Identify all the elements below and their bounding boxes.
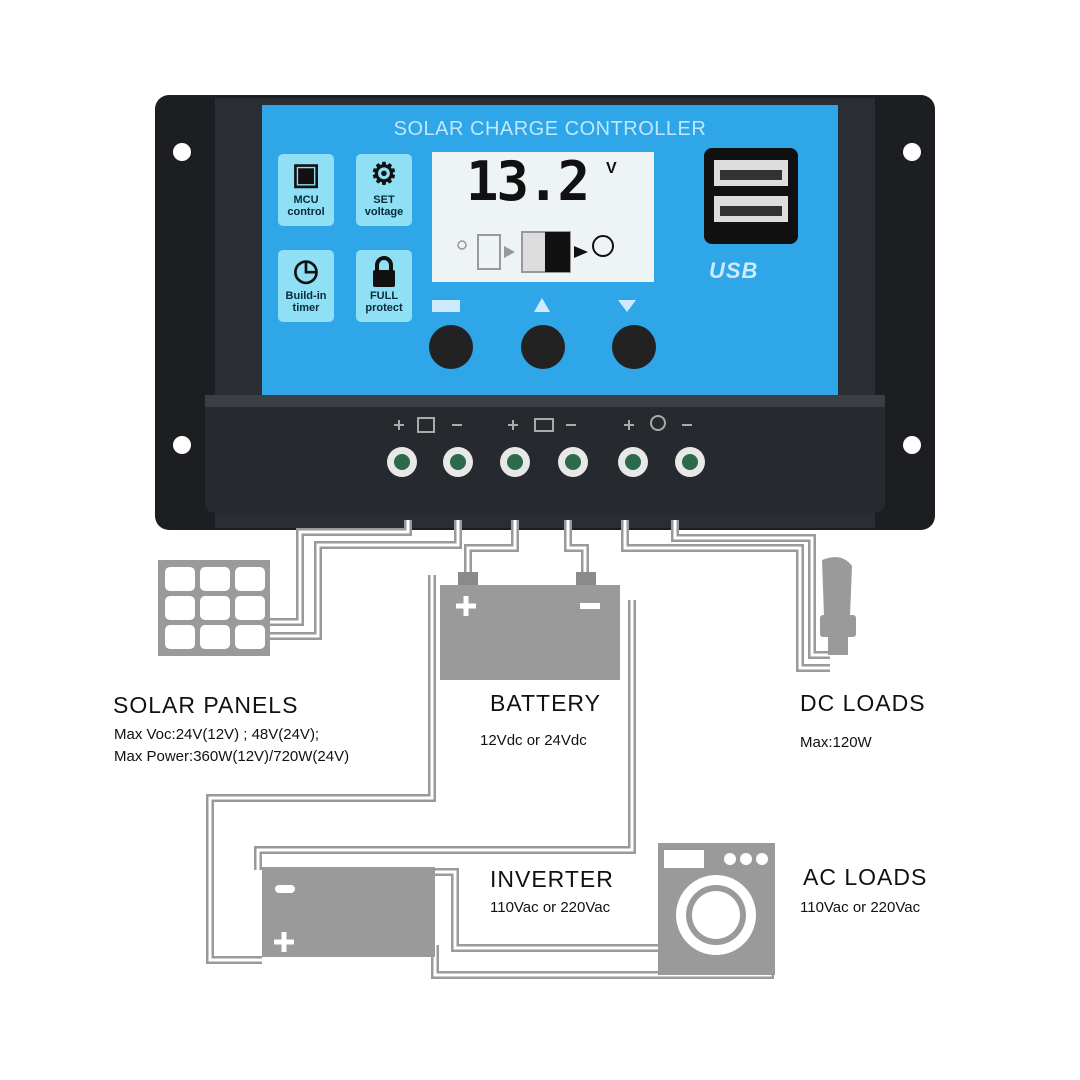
feature-mcu-control: ▣ MCU control bbox=[278, 154, 334, 226]
inverter-spec: 110Vac or 220Vac bbox=[490, 899, 611, 916]
ac-loads-title: AC LOADS bbox=[803, 864, 928, 890]
solar-panels-title: SOLAR PANELS bbox=[113, 692, 299, 718]
plus-icon bbox=[274, 932, 294, 952]
battery-spec: 12Vdc or 24Vdc bbox=[480, 732, 587, 749]
lcd-voltage: 13.2 bbox=[466, 150, 590, 213]
dc-loads-spec: Max:120W bbox=[800, 734, 872, 751]
feature-full-protect: FULL protect bbox=[356, 250, 412, 322]
feature-label: timer bbox=[292, 302, 320, 314]
minus-icon bbox=[580, 603, 600, 609]
lcd-unit: V bbox=[606, 160, 617, 177]
feature-label: Build-in bbox=[285, 290, 327, 302]
down-button bbox=[612, 325, 656, 369]
ac-loads-spec: 110Vac or 220Vac bbox=[800, 899, 921, 916]
inverter-icon bbox=[262, 867, 435, 957]
terminal-polarity-marks bbox=[394, 415, 692, 433]
solar-panels-power: Max Power:360W(12V)/720W(24V) bbox=[114, 748, 350, 765]
solar-panels-voc: Max Voc:24V(12V) ; 48V(24V); bbox=[114, 726, 320, 743]
terminals bbox=[387, 447, 705, 477]
feature-build-in-timer: ◷ Build-in timer bbox=[278, 250, 334, 322]
menu-button bbox=[429, 325, 473, 369]
washing-machine-icon bbox=[658, 843, 775, 975]
feature-label: MCU bbox=[293, 194, 319, 206]
clock-icon: ◷ bbox=[292, 254, 320, 287]
wires bbox=[206, 520, 830, 979]
lock-icon bbox=[356, 250, 412, 290]
lcd-flow-icons bbox=[457, 231, 614, 273]
device-title: SOLAR CHARGE CONTROLLER bbox=[393, 118, 707, 140]
feature-set-voltage: ⚙ SET voltage bbox=[356, 154, 412, 226]
solar-panel-icon bbox=[158, 560, 270, 656]
battery-icon bbox=[440, 572, 620, 680]
sun-icon bbox=[457, 240, 467, 250]
terminal-block bbox=[205, 395, 885, 513]
dc-loads-title: DC LOADS bbox=[800, 690, 926, 716]
up-button bbox=[521, 325, 565, 369]
battery-title: BATTERY bbox=[490, 690, 601, 716]
feature-label: control bbox=[287, 206, 325, 218]
feature-label: SET bbox=[373, 194, 395, 206]
gear-icon: ⚙ bbox=[370, 158, 398, 191]
feature-label: protect bbox=[365, 302, 403, 314]
feature-label: FULL bbox=[369, 290, 399, 302]
inverter-title: INVERTER bbox=[490, 866, 614, 892]
cfl-bulb-icon bbox=[820, 557, 856, 655]
minus-icon bbox=[275, 885, 295, 893]
feature-label: voltage bbox=[364, 206, 404, 218]
controller-body bbox=[155, 95, 935, 530]
button-icons bbox=[432, 298, 636, 312]
chip-icon: ▣ bbox=[291, 158, 321, 191]
usb-label: USB bbox=[709, 258, 759, 283]
plus-icon bbox=[456, 596, 476, 616]
